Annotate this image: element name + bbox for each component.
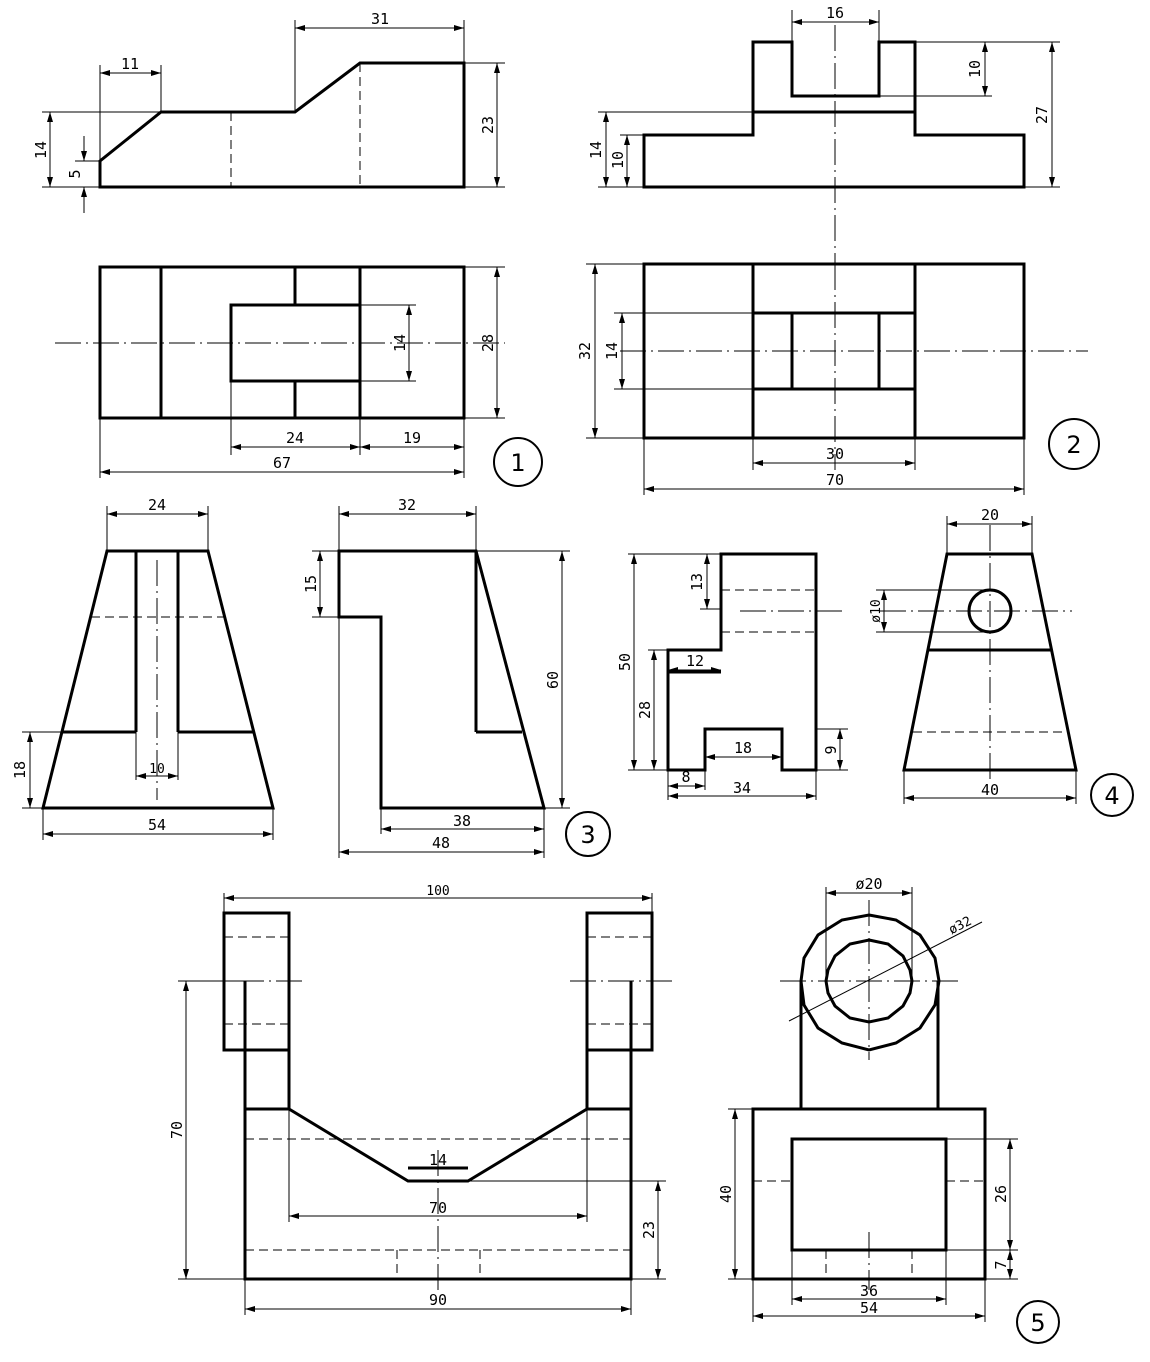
ex3-dim-54: 54 (148, 816, 166, 834)
ex2-dim-32: 32 (576, 342, 594, 360)
ex3-dim-18: 18 (11, 761, 29, 779)
ex1-dim-28: 28 (479, 334, 497, 352)
ex1-badge-label: 1 (510, 449, 525, 477)
ex5-dim-14: 14 (429, 1151, 447, 1169)
ex1-dim-5: 5 (66, 169, 84, 178)
ex2-dim-27: 27 (1033, 106, 1051, 124)
ex4-side-view (628, 552, 848, 800)
ex5-dim-dia32: ø32 (947, 914, 975, 938)
ex3-dim-38: 38 (453, 812, 471, 830)
ex2-dim-14b: 14 (603, 342, 621, 360)
ex5-dimension-labels: 100 70 14 70 23 90 ø20 ø32 40 26 7 36 54 (168, 875, 1010, 1317)
ex5-dim-100: 100 (426, 884, 449, 899)
exercise-3: 24 18 10 54 32 15 60 38 48 3 (11, 496, 611, 858)
ex4-dim-12: 12 (686, 652, 704, 670)
ex4-dim-40: 40 (981, 781, 999, 799)
ex2-front-view (598, 10, 1060, 264)
ex4-dim-50: 50 (616, 653, 634, 671)
ex5-dim-40: 40 (717, 1185, 735, 1203)
ex1-dim-11: 11 (121, 55, 139, 73)
ex5-number-badge: 5 (1016, 1300, 1060, 1344)
ex2-dimension-labels: 16 10 14 10 27 32 14 30 70 (576, 4, 1051, 489)
ex4-number-badge: 4 (1090, 773, 1134, 817)
ex5-dim-54: 54 (860, 1299, 878, 1317)
ex4-dim-8: 8 (681, 768, 690, 786)
ex4-dim-18: 18 (734, 739, 752, 757)
ex1-number-badge: 1 (493, 437, 543, 487)
ex1-front-view (42, 20, 505, 213)
ex5-badge-label: 5 (1030, 1309, 1045, 1337)
ex5-dim-36: 36 (860, 1282, 878, 1300)
ex5-dim-dia20: ø20 (855, 875, 882, 893)
ex5-dim-70-horizontal: 70 (429, 1199, 447, 1217)
ex5-dim-90: 90 (429, 1291, 447, 1309)
ex1-dim-67: 67 (273, 454, 291, 472)
ex3-number-badge: 3 (565, 811, 611, 857)
ex2-dim-16: 16 (826, 4, 844, 22)
ex3-badge-label: 3 (580, 821, 595, 849)
exercise-2: 16 10 14 10 27 32 14 30 70 2 (576, 4, 1100, 495)
ex2-top-view (586, 262, 1088, 495)
ex4-dim-13: 13 (688, 573, 706, 591)
ex1-dim-23: 23 (479, 116, 497, 134)
ex5-front-view (178, 893, 676, 1315)
ex4-front-view (876, 516, 1078, 804)
ex2-number-badge: 2 (1048, 418, 1100, 470)
ex2-badge-label: 2 (1066, 431, 1081, 459)
ex1-dim-19: 19 (403, 429, 421, 447)
ex3-dim-48: 48 (432, 834, 450, 852)
ex1-dim-31: 31 (371, 10, 389, 28)
ex4-dim-9: 9 (822, 745, 840, 754)
ex5-dim-7: 7 (992, 1260, 1010, 1269)
ex3-dim-24: 24 (148, 496, 166, 514)
ex1-dim-24: 24 (286, 429, 304, 447)
ex2-dim-30: 30 (826, 445, 844, 463)
ex3-dim-15: 15 (302, 575, 320, 593)
ex1-dim-14: 14 (32, 141, 50, 159)
ex3-dim-32: 32 (398, 496, 416, 514)
ex1-top-view (55, 265, 505, 478)
ex4-dim-20: 20 (981, 506, 999, 524)
ex5-dim-70-vertical: 70 (168, 1121, 186, 1139)
ex4-dim-dia10: ø10 (869, 599, 884, 622)
ex2-dim-70: 70 (826, 471, 844, 489)
exercise-5: 100 70 14 70 23 90 ø20 ø32 40 26 7 36 54… (168, 875, 1060, 1344)
ex4-dimension-labels: 13 50 12 28 18 9 8 34 20 ø10 40 (616, 506, 999, 799)
exercise-4: 13 50 12 28 18 9 8 34 20 ø10 40 4 (616, 506, 1134, 817)
ex4-dim-28: 28 (636, 701, 654, 719)
ex5-side-view (728, 887, 1018, 1322)
ex2-dim-14: 14 (587, 141, 605, 159)
ex3-dimension-labels: 24 18 10 54 32 15 60 38 48 (11, 496, 562, 852)
ex1-dimension-labels: 31 11 14 5 23 14 28 24 19 67 (32, 10, 497, 472)
exercise-1: 31 11 14 5 23 14 28 24 19 67 1 (32, 10, 543, 487)
ex5-dim-23: 23 (640, 1221, 658, 1239)
ex2-dim-10b: 10 (609, 151, 627, 169)
ex3-front-view (22, 506, 275, 840)
ex4-dim-34: 34 (733, 779, 751, 797)
ex3-dim-10: 10 (149, 762, 165, 777)
ex4-badge-label: 4 (1104, 782, 1119, 810)
ex5-dim-26: 26 (992, 1185, 1010, 1203)
ex2-dim-10: 10 (966, 60, 984, 78)
ex3-side-view (312, 506, 570, 858)
ex3-dim-60: 60 (544, 671, 562, 689)
ex1-dim-14b: 14 (391, 334, 409, 352)
